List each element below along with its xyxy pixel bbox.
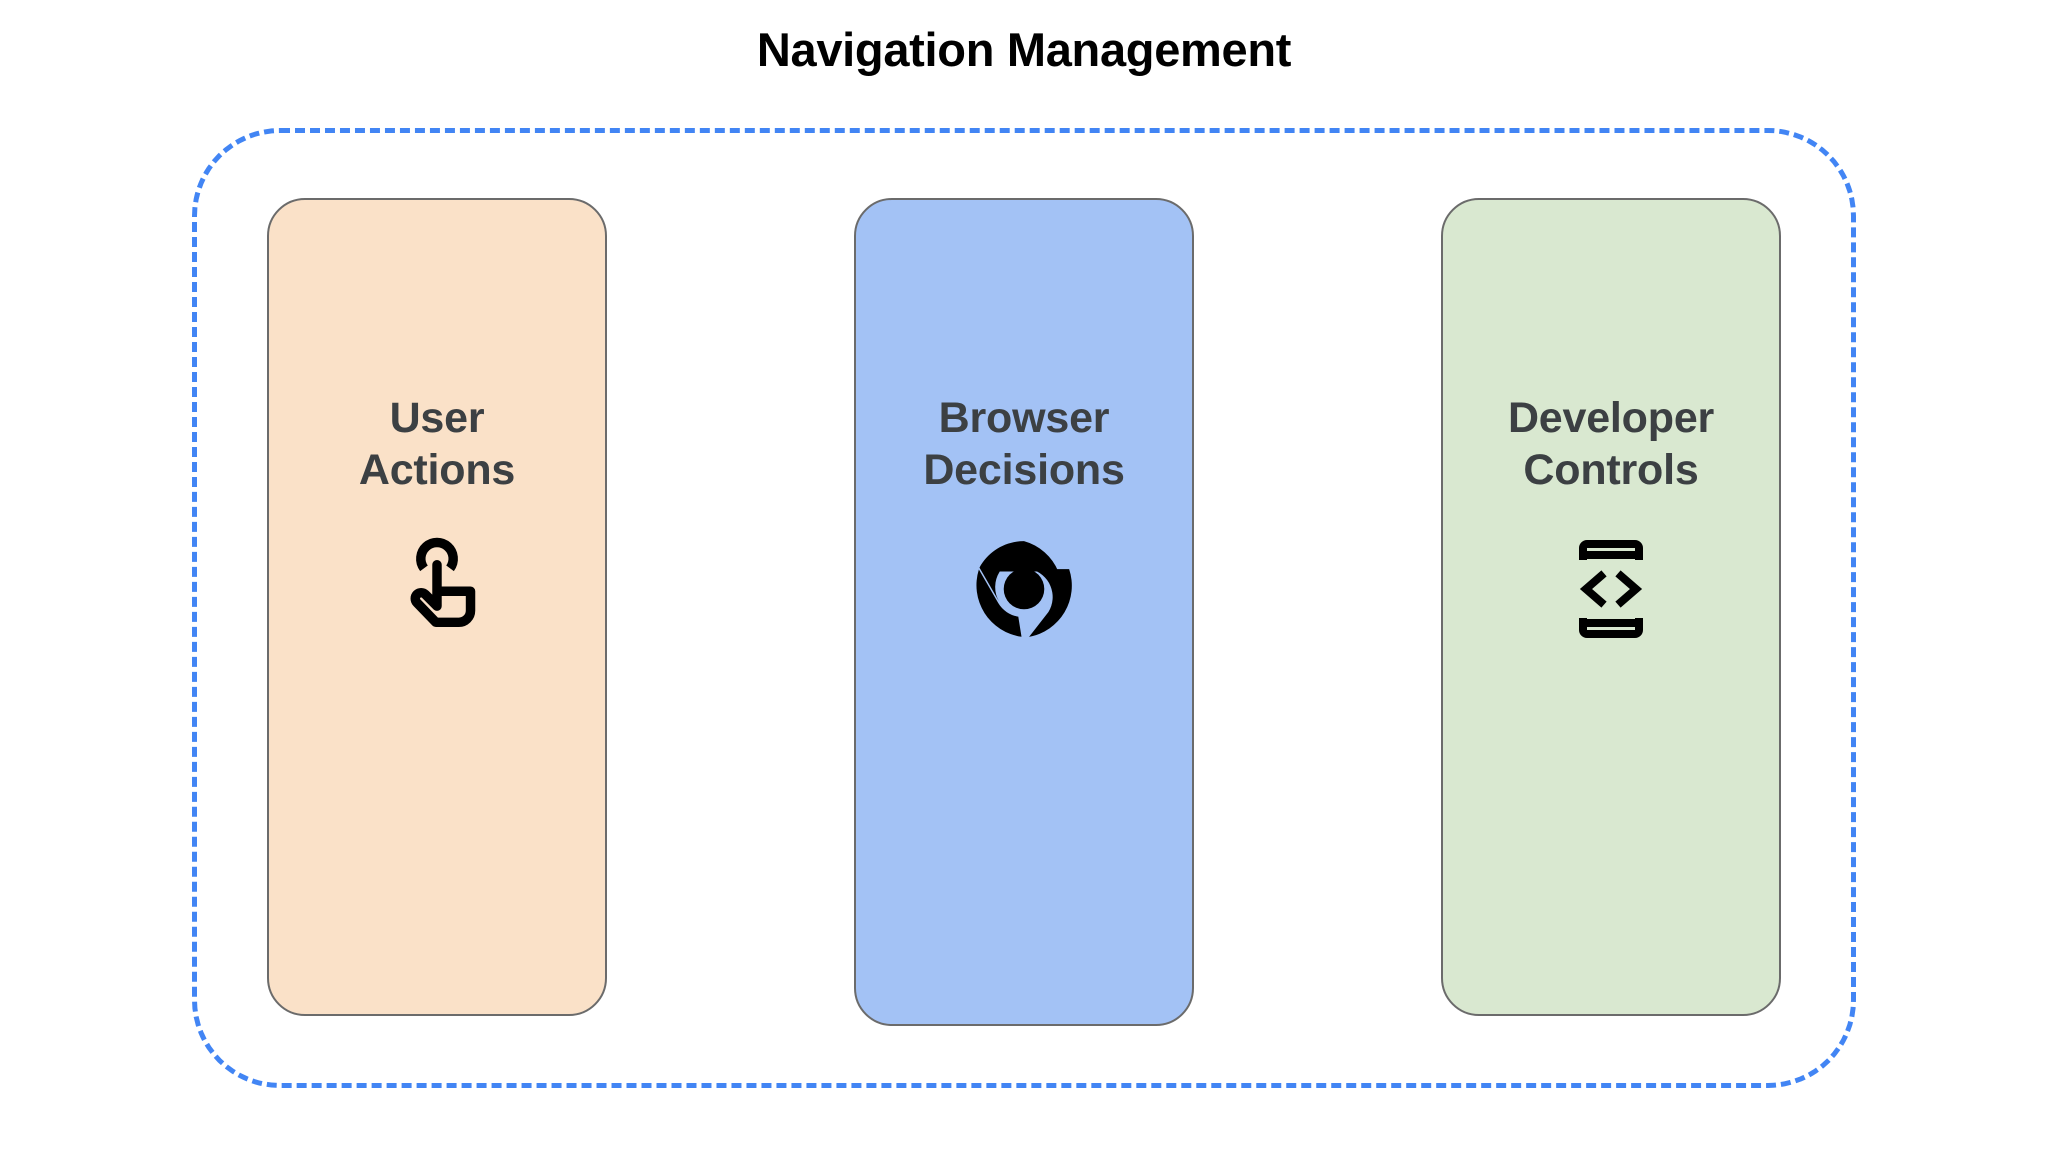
touch-app-icon (383, 535, 491, 643)
developer-mode-icon (1557, 535, 1665, 643)
card-developer-controls-label-line2: Controls (1523, 446, 1699, 495)
navigation-management-group-container (192, 128, 1856, 1088)
cards-row: User Actions Browser Decisions (192, 128, 1856, 1088)
card-browser-decisions[interactable]: Browser Decisions (854, 198, 1194, 1026)
card-developer-controls[interactable]: Developer Controls (1441, 198, 1781, 1016)
card-browser-decisions-label: Browser Decisions (856, 392, 1192, 497)
card-developer-controls-label-line1: Developer (1507, 394, 1715, 442)
chrome-logo-icon (970, 535, 1078, 643)
card-browser-decisions-label-line2: Decisions (923, 446, 1125, 495)
card-user-actions-label-line1: User (389, 394, 485, 442)
card-user-actions-label-line2: Actions (358, 446, 516, 495)
page-title: Navigation Management (756, 23, 1292, 76)
card-browser-decisions-label-line1: Browser (938, 394, 1110, 442)
card-user-actions[interactable]: User Actions (267, 198, 607, 1016)
card-user-actions-label: User Actions (269, 392, 605, 497)
card-developer-controls-label: Developer Controls (1443, 392, 1779, 497)
